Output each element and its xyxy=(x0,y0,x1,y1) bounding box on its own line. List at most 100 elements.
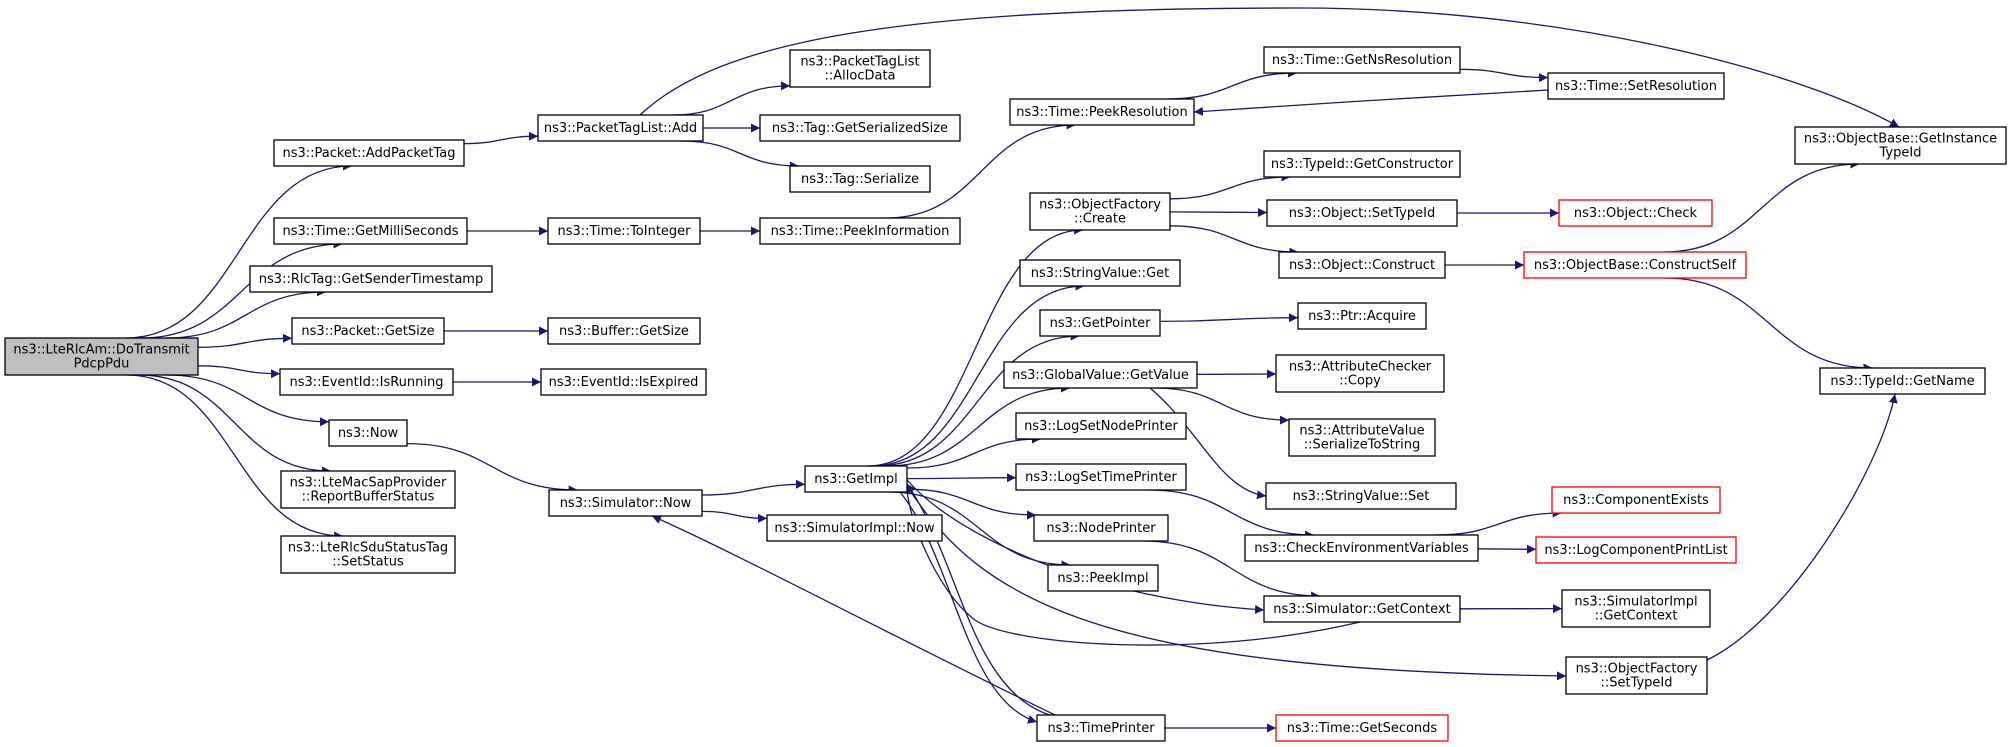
node-reportBuffer[interactable]: ns3::LteMacSapProvider::ReportBufferStat… xyxy=(280,470,456,509)
node-box[interactable] xyxy=(1029,192,1171,231)
node-tagSerialize[interactable]: ns3::Tag::Serialize xyxy=(789,165,931,193)
node-timePrinter[interactable]: ns3::TimePrinter xyxy=(1036,714,1166,742)
node-logTimePrinter[interactable]: ns3::LogSetTimePrinter xyxy=(1015,463,1187,491)
node-box[interactable] xyxy=(1561,589,1711,628)
node-box[interactable] xyxy=(4,337,199,376)
node-box[interactable] xyxy=(789,165,931,193)
node-box[interactable] xyxy=(291,317,445,345)
node-box[interactable] xyxy=(1263,595,1461,623)
node-box[interactable] xyxy=(548,489,703,517)
node-box[interactable] xyxy=(1009,98,1195,126)
node-box[interactable] xyxy=(280,470,456,509)
node-box[interactable] xyxy=(249,265,493,293)
node-toInteger[interactable]: ns3::Time::ToInteger xyxy=(547,217,701,245)
node-attrValSer[interactable]: ns3::AttributeValue::SerializeToString xyxy=(1288,418,1436,457)
node-packetGetSize[interactable]: ns3::Packet::GetSize xyxy=(291,317,445,345)
node-box[interactable] xyxy=(273,217,468,245)
node-box[interactable] xyxy=(1551,486,1721,514)
node-box[interactable] xyxy=(1263,46,1461,74)
node-box[interactable] xyxy=(273,139,465,167)
node-addPacketTag[interactable]: ns3::Packet::AddPacketTag xyxy=(273,139,465,167)
node-peekRes[interactable]: ns3::Time::PeekResolution xyxy=(1009,98,1195,126)
node-box[interactable] xyxy=(1244,534,1479,562)
node-simNow[interactable]: ns3::Simulator::Now xyxy=(548,489,703,517)
node-box[interactable] xyxy=(1033,514,1169,542)
node-timeGetSeconds[interactable]: ns3::Time::GetSeconds xyxy=(1275,714,1449,742)
node-objConstruct[interactable]: ns3::Object::Construct xyxy=(1278,251,1446,279)
node-getPointer[interactable]: ns3::GetPointer xyxy=(1039,309,1161,337)
node-setStatus[interactable]: ns3::LteRlcSduStatusTag::SetStatus xyxy=(280,535,456,574)
node-box[interactable] xyxy=(1523,251,1747,279)
node-box[interactable] xyxy=(540,368,707,396)
node-isExpired[interactable]: ns3::EventId::IsExpired xyxy=(540,368,707,396)
node-box[interactable] xyxy=(1003,361,1198,389)
node-box[interactable] xyxy=(1263,150,1461,178)
node-ptlAlloc[interactable]: ns3::PacketTagList::AllocData xyxy=(789,49,931,88)
node-box[interactable] xyxy=(759,114,961,142)
node-ptrAcquire[interactable]: ns3::Ptr::Acquire xyxy=(1297,302,1427,330)
node-strValSet[interactable]: ns3::StringValue::Set xyxy=(1265,482,1457,510)
node-box[interactable] xyxy=(1266,199,1458,227)
node-checkEnv[interactable]: ns3::CheckEnvironmentVariables xyxy=(1244,534,1479,562)
node-getNsRes[interactable]: ns3::Time::GetNsResolution xyxy=(1263,46,1461,74)
node-box[interactable] xyxy=(1019,259,1181,287)
node-logNodePrinter[interactable]: ns3::LogSetNodePrinter xyxy=(1015,412,1187,440)
node-box[interactable] xyxy=(1265,482,1457,510)
node-getMilliSeconds[interactable]: ns3::Time::GetMilliSeconds xyxy=(273,217,468,245)
node-ofSetTypeId[interactable]: ns3::ObjectFactory::SetTypeId xyxy=(1565,656,1708,695)
node-box[interactable] xyxy=(804,465,908,493)
node-getConstructor[interactable]: ns3::TypeId::GetConstructor xyxy=(1263,150,1461,178)
node-setTypeIdObj[interactable]: ns3::Object::SetTypeId xyxy=(1266,199,1458,227)
node-bufferGetSize[interactable]: ns3::Buffer::GetSize xyxy=(547,317,701,345)
node-box[interactable] xyxy=(328,419,408,447)
node-box[interactable] xyxy=(1297,302,1427,330)
node-box[interactable] xyxy=(789,49,931,88)
node-box[interactable] xyxy=(1015,412,1187,440)
node-box[interactable] xyxy=(1565,656,1708,695)
node-box[interactable] xyxy=(547,217,701,245)
node-box[interactable] xyxy=(279,368,454,396)
node-box[interactable] xyxy=(1278,251,1446,279)
node-box[interactable] xyxy=(1047,564,1159,592)
node-now[interactable]: ns3::Now xyxy=(328,419,408,447)
node-box[interactable] xyxy=(766,514,943,542)
node-simImplGetContext[interactable]: ns3::SimulatorImpl::GetContext xyxy=(1561,589,1711,628)
node-box[interactable] xyxy=(1547,72,1725,100)
node-eventIsRunning[interactable]: ns3::EventId::IsRunning xyxy=(279,368,454,396)
node-box[interactable] xyxy=(1015,463,1187,491)
node-ptlAdd[interactable]: ns3::PacketTagList::Add xyxy=(537,114,704,142)
node-gvGetValue[interactable]: ns3::GlobalValue::GetValue xyxy=(1003,361,1198,389)
node-box[interactable] xyxy=(1535,536,1737,564)
node-setRes[interactable]: ns3::Time::SetResolution xyxy=(1547,72,1725,100)
node-peekInfo[interactable]: ns3::Time::PeekInformation xyxy=(759,217,961,245)
node-strValGet[interactable]: ns3::StringValue::Get xyxy=(1019,259,1181,287)
node-ofCreate[interactable]: ns3::ObjectFactory::Create xyxy=(1029,192,1171,231)
node-box[interactable] xyxy=(1819,367,1986,395)
node-compExists[interactable]: ns3::ComponentExists xyxy=(1551,486,1721,514)
node-constructSelf[interactable]: ns3::ObjectBase::ConstructSelf xyxy=(1523,251,1747,279)
node-box[interactable] xyxy=(1275,354,1445,393)
node-attrCheckerCopy[interactable]: ns3::AttributeChecker::Copy xyxy=(1275,354,1445,393)
node-simImplNow[interactable]: ns3::SimulatorImpl::Now xyxy=(766,514,943,542)
node-tagGetSerSize[interactable]: ns3::Tag::GetSerializedSize xyxy=(759,114,961,142)
node-box[interactable] xyxy=(547,317,701,345)
node-box[interactable] xyxy=(1558,199,1713,227)
node-box[interactable] xyxy=(537,114,704,142)
node-simGetContext[interactable]: ns3::Simulator::GetContext xyxy=(1263,595,1461,623)
node-box[interactable] xyxy=(1794,126,2007,165)
node-nodePrinter[interactable]: ns3::NodePrinter xyxy=(1033,514,1169,542)
node-box[interactable] xyxy=(1275,714,1449,742)
node-box[interactable] xyxy=(1036,714,1166,742)
node-box[interactable] xyxy=(280,535,456,574)
node-box[interactable] xyxy=(1288,418,1436,457)
node-peekImpl[interactable]: ns3::PeekImpl xyxy=(1047,564,1159,592)
node-rlcGetSender[interactable]: ns3::RlcTag::GetSenderTimestamp xyxy=(249,265,493,293)
node-box[interactable] xyxy=(759,217,961,245)
node-getImpl[interactable]: ns3::GetImpl xyxy=(804,465,908,493)
node-typeIdGetName[interactable]: ns3::TypeId::GetName xyxy=(1819,367,1986,395)
node-logCompPrint[interactable]: ns3::LogComponentPrintList xyxy=(1535,536,1737,564)
node-objCheck[interactable]: ns3::Object::Check xyxy=(1558,199,1713,227)
node-box[interactable] xyxy=(1039,309,1161,337)
